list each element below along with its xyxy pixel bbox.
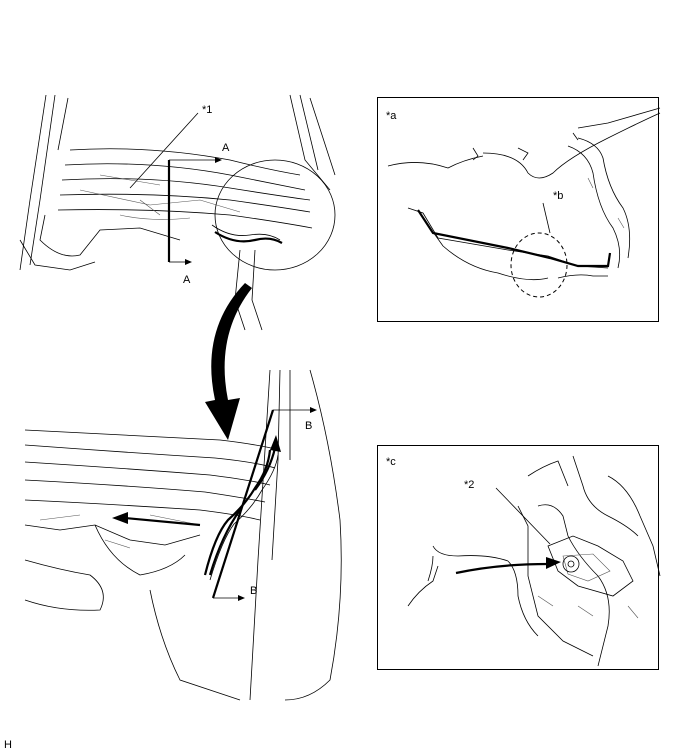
panel-c-drawing (407, 455, 661, 667)
section-mark-b-top: B (305, 420, 313, 432)
callout-panel-a: *a (386, 110, 397, 122)
section-mark-a-top: A (222, 142, 230, 154)
callout-panel-c: *c (386, 456, 396, 468)
detail-panel-c: *c *2 (377, 445, 661, 670)
section-mark-b-bottom: B (250, 585, 258, 597)
section-mark-a-bottom: A (183, 274, 191, 286)
figure-code: H (4, 739, 12, 751)
callout-panel-b: *b (553, 190, 564, 202)
detail-panel-a: *a *b (377, 97, 661, 322)
callout-item2: *2 (464, 479, 475, 491)
panel-a-drawing (387, 107, 661, 298)
callout-item1: *1 (202, 104, 213, 116)
